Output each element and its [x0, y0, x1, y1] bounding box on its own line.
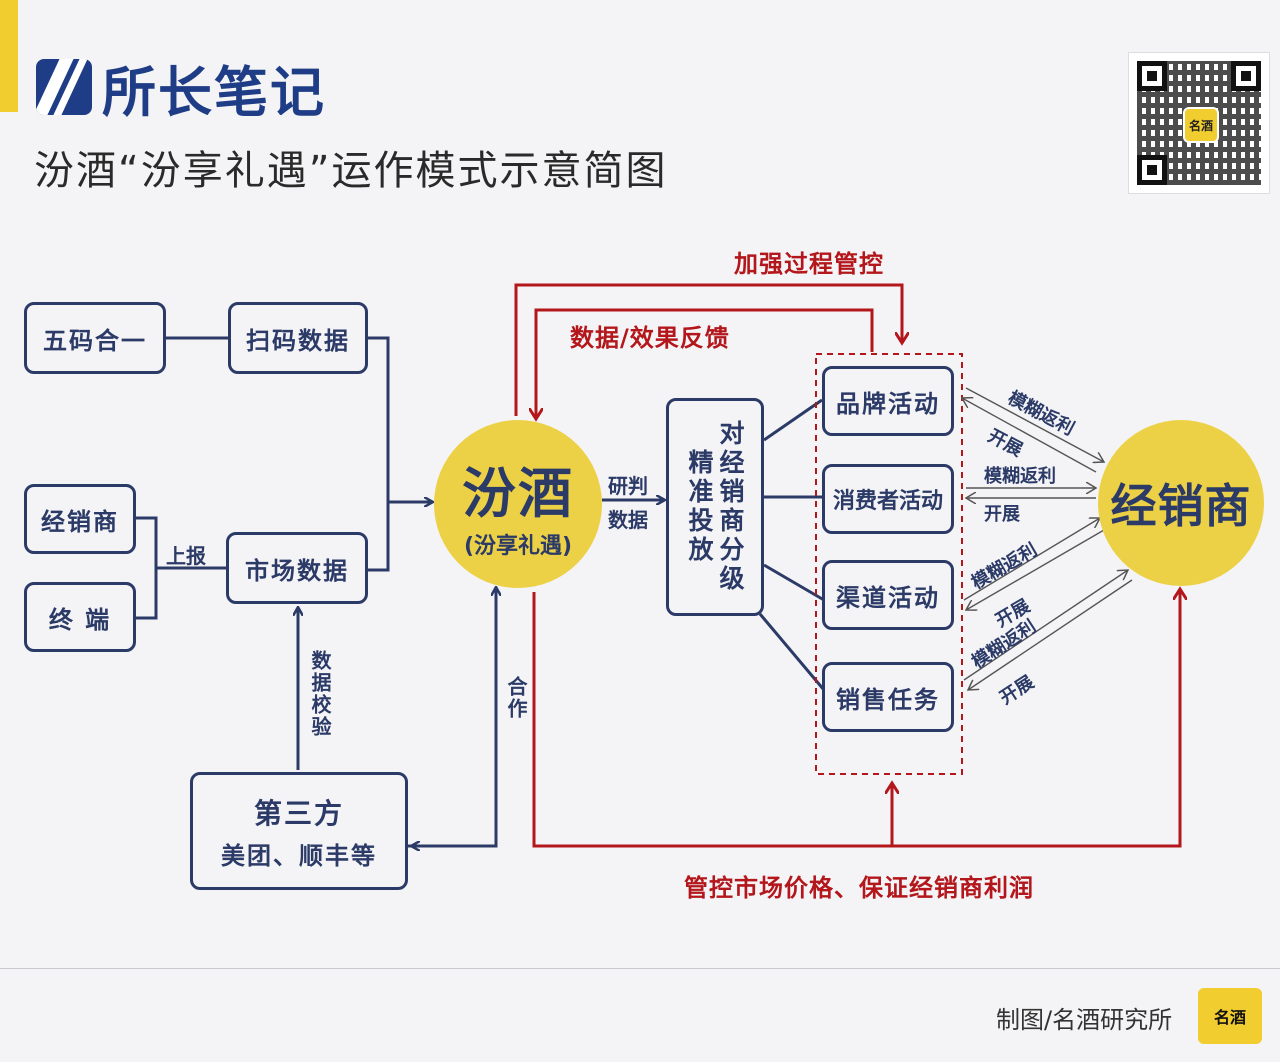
- node-wuma-label: 五码合一: [43, 326, 147, 355]
- accent-bar: [0, 0, 18, 112]
- qr-logo: 名酒: [1183, 107, 1219, 143]
- brand-mark-icon: [36, 59, 92, 115]
- credit-text: 制图/名酒研究所: [996, 1006, 1173, 1034]
- node-fenjiu: 汾酒 (汾享礼遇): [434, 420, 602, 588]
- node-sales-task: 销售任务: [822, 662, 954, 732]
- qr-code-icon: 名酒: [1128, 52, 1270, 194]
- node-distributor-small-label: 经销商: [41, 507, 119, 536]
- node-distributor-grading-label: 对经销商分级: [716, 420, 745, 594]
- label-rebate-2: 模糊返利: [984, 466, 1056, 487]
- node-market-data-label: 市场数据: [245, 556, 349, 585]
- node-distributor-big-label: 经销商: [1110, 479, 1252, 533]
- label-strengthen-control: 加强过程管控: [734, 250, 884, 278]
- node-third-party-examples: 美团、顺丰等: [221, 841, 377, 870]
- node-channel-activity: 渠道活动: [822, 560, 954, 630]
- label-analyze-data: 数据: [608, 508, 648, 532]
- node-distributor-small: 经销商: [24, 484, 136, 554]
- node-brand-activity: 品牌活动: [822, 366, 954, 436]
- label-data-verify: 数据校验: [308, 650, 332, 738]
- node-fenjiu-title: 汾酒: [462, 461, 574, 525]
- node-third-party: 第三方 美团、顺丰等: [190, 772, 408, 890]
- node-channel-activity-label: 渠道活动: [836, 583, 940, 612]
- node-wuma-heyi: 五码合一: [24, 302, 166, 374]
- footer-divider: [0, 968, 1280, 969]
- node-consumer-activity-label: 消费者活动: [832, 489, 943, 514]
- brand-logo: 所长笔记: [36, 56, 326, 124]
- page-title: 汾酒“汾享礼遇”运作模式示意简图: [34, 148, 668, 194]
- node-fenjiu-subtitle: (汾享礼遇): [463, 533, 573, 559]
- node-saoma-data: 扫码数据: [228, 302, 368, 374]
- node-precise-placement: 精准投放 对经销商分级: [666, 398, 764, 616]
- node-terminal-label: 终 端: [48, 605, 112, 634]
- node-third-party-title: 第三方: [253, 796, 344, 830]
- label-analyze: 研判: [608, 474, 648, 498]
- node-terminal: 终 端: [24, 582, 136, 652]
- node-brand-activity-label: 品牌活动: [836, 389, 940, 418]
- node-precise-placement-label: 精准投放: [685, 449, 714, 565]
- label-data-feedback: 数据/效果反馈: [570, 324, 730, 352]
- label-price-control: 管控市场价格、保证经销商利润: [684, 874, 1034, 902]
- node-sales-task-label: 销售任务: [836, 685, 940, 714]
- label-carry-out-2: 开展: [984, 504, 1020, 525]
- node-consumer-activity: 消费者活动: [822, 464, 954, 534]
- label-report: 上报: [166, 544, 206, 568]
- credit-logo: 名酒: [1198, 988, 1262, 1044]
- brand-name: 所长笔记: [102, 60, 326, 124]
- node-market-data: 市场数据: [226, 532, 368, 604]
- node-saoma-label: 扫码数据: [246, 326, 350, 355]
- node-distributor-big: 经销商: [1098, 420, 1264, 586]
- label-cooperate: 合作: [504, 676, 528, 720]
